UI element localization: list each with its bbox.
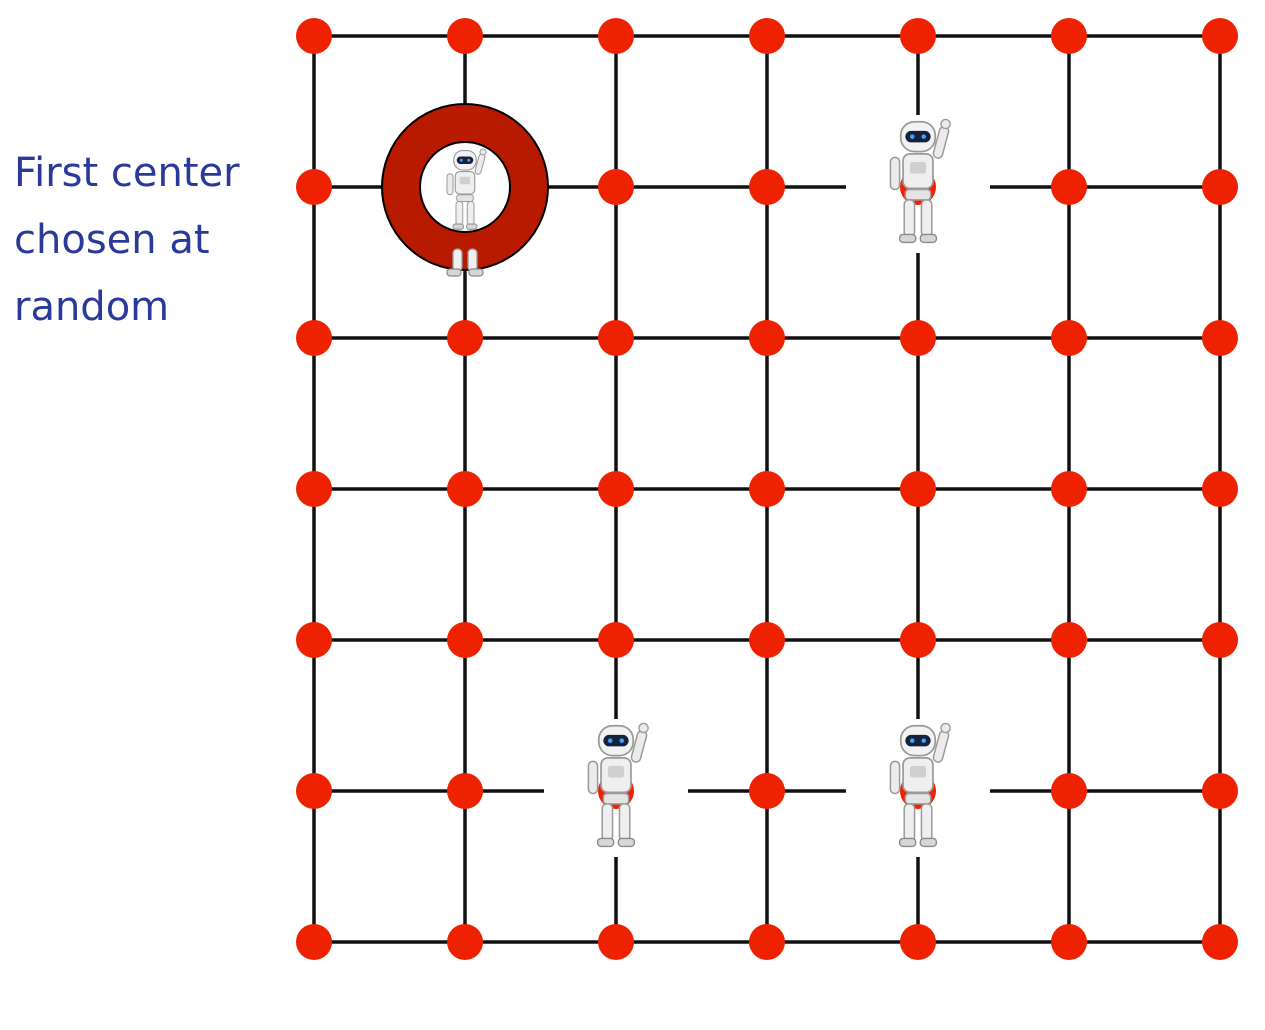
grid-node-4-6 <box>1202 622 1238 658</box>
grid-node-2-5 <box>1051 320 1087 356</box>
caption-line-2: chosen at <box>14 217 210 263</box>
caption-text: First center chosen at random <box>14 140 289 341</box>
grid-node-4-1 <box>447 622 483 658</box>
grid-node-3-5 <box>1051 471 1087 507</box>
highlight-ring <box>382 104 548 270</box>
grid-node-1-2 <box>598 169 634 205</box>
grid-node-6-4 <box>900 924 936 960</box>
caption-line-3: random <box>14 284 170 330</box>
grid-node-1-5 <box>1051 169 1087 205</box>
grid-node-0-3 <box>749 18 785 54</box>
caption-line-1: First center <box>14 150 240 196</box>
grid-node-0-1 <box>447 18 483 54</box>
grid-node-0-5 <box>1051 18 1087 54</box>
grid-node-2-1 <box>447 320 483 356</box>
grid-node-5-1 <box>447 773 483 809</box>
grid-node-3-3 <box>749 471 785 507</box>
grid-node-3-6 <box>1202 471 1238 507</box>
grid-node-3-1 <box>447 471 483 507</box>
grid-node-2-3 <box>749 320 785 356</box>
grid-node-0-6 <box>1202 18 1238 54</box>
grid-node-2-4 <box>900 320 936 356</box>
grid-node-5-0 <box>296 773 332 809</box>
grid-node-3-4 <box>900 471 936 507</box>
grid-node-6-6 <box>1202 924 1238 960</box>
grid-node-5-5 <box>1051 773 1087 809</box>
grid-node-6-5 <box>1051 924 1087 960</box>
grid-node-2-0 <box>296 320 332 356</box>
robot-chosen-center-legs <box>446 248 484 277</box>
grid-node-4-0 <box>296 622 332 658</box>
grid-node-2-2 <box>598 320 634 356</box>
grid-node-1-6 <box>1202 169 1238 205</box>
grid-node-0-2 <box>598 18 634 54</box>
grid-node-2-6 <box>1202 320 1238 356</box>
grid-node-4-5 <box>1051 622 1087 658</box>
grid-node-3-0 <box>296 471 332 507</box>
robots <box>446 118 952 848</box>
grid-node-3-2 <box>598 471 634 507</box>
grid-node-4-3 <box>749 622 785 658</box>
grid-node-6-0 <box>296 924 332 960</box>
grid-node-1-3 <box>749 169 785 205</box>
grid-node-4-2 <box>598 622 634 658</box>
grid-node-5-6 <box>1202 773 1238 809</box>
grid-node-5-3 <box>749 773 785 809</box>
grid-node-0-0 <box>296 18 332 54</box>
grid-node-1-0 <box>296 169 332 205</box>
grid-node-4-4 <box>900 622 936 658</box>
grid-node-6-2 <box>598 924 634 960</box>
highlight-ring-outer-border <box>381 103 549 271</box>
grid-node-0-4 <box>900 18 936 54</box>
grid-node-6-1 <box>447 924 483 960</box>
grid-node-6-3 <box>749 924 785 960</box>
